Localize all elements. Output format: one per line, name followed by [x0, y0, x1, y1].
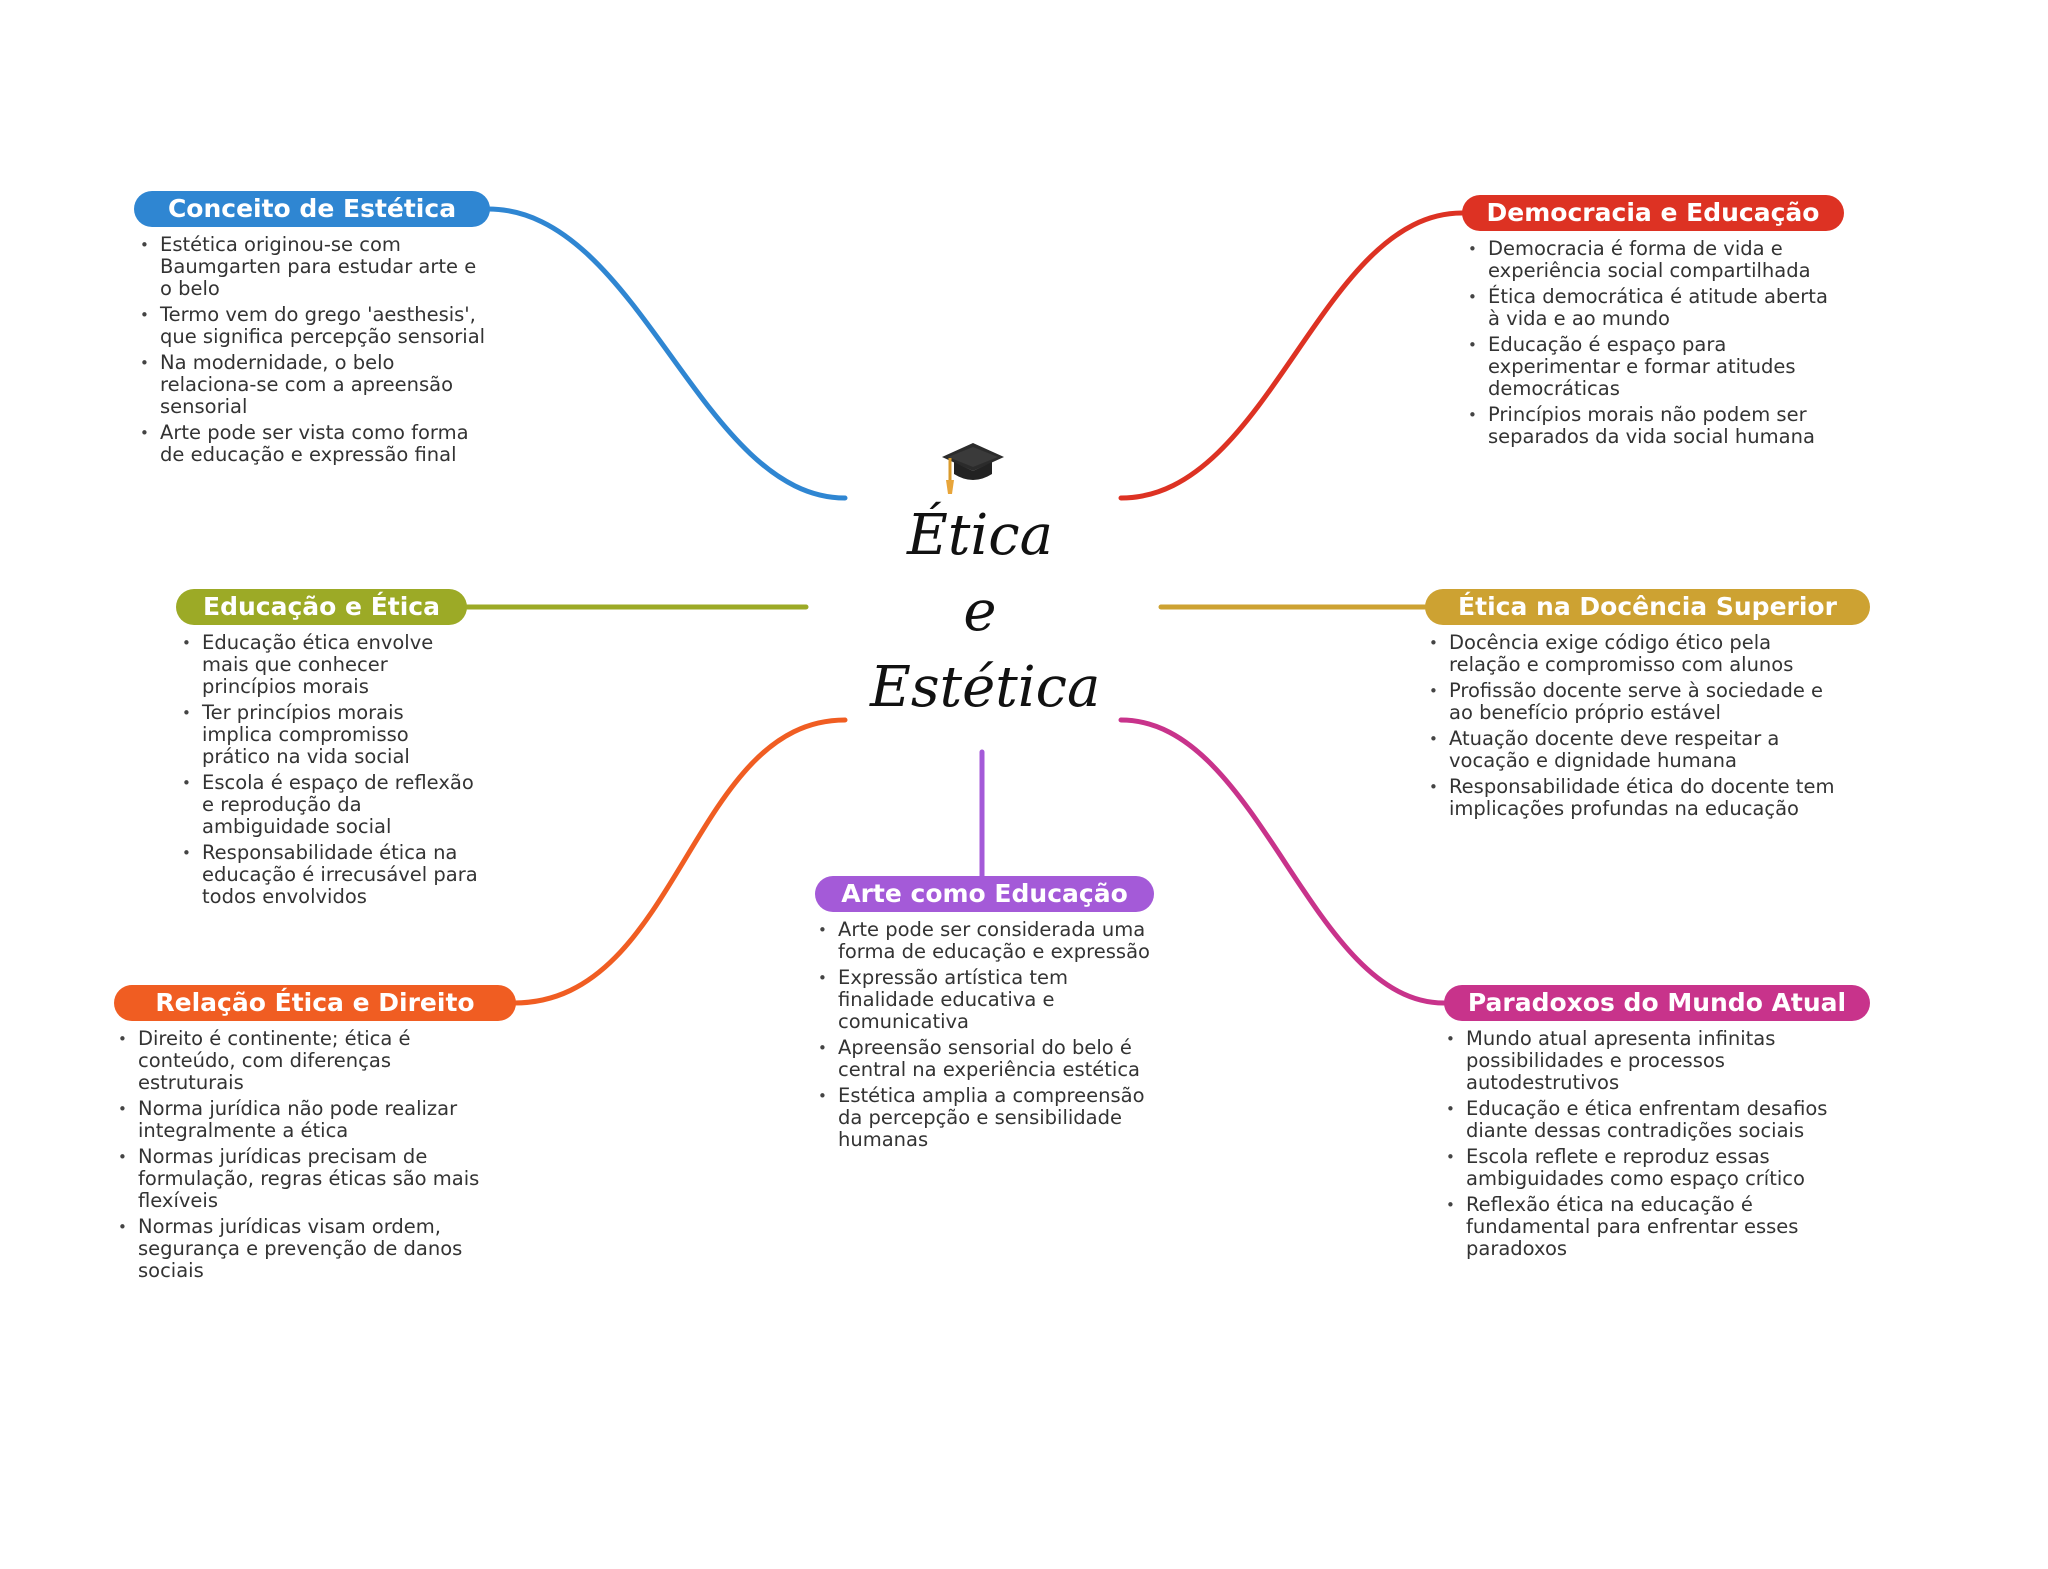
list-item: Mundo atual apresenta infinitas possibil…: [1444, 1028, 1834, 1094]
list-item: Escola é espaço de reflexão e reprodução…: [180, 772, 480, 838]
topic-arte-educacao[interactable]: Arte como Educação: [815, 876, 1154, 912]
list-item: Direito é continente; ética é conteúdo, …: [116, 1028, 492, 1094]
list-item: Educação ética envolve mais que conhecer…: [180, 632, 480, 698]
topic-democracia-educacao[interactable]: Democracia e Educação: [1462, 195, 1844, 231]
bullet-list-educacao-etica: Educação ética envolve mais que conhecer…: [180, 632, 480, 912]
topic-educacao-etica[interactable]: Educação e Ética: [176, 589, 467, 625]
list-item: Reflexão ética na educação é fundamental…: [1444, 1194, 1834, 1260]
list-item: Apreensão sensorial do belo é central na…: [816, 1037, 1170, 1081]
central-title-line1: Ética: [906, 503, 1054, 568]
bullet-list-democracia-educacao: Democracia é forma de vida e experiência…: [1466, 238, 1836, 452]
topic-etica-docencia[interactable]: Ética na Docência Superior: [1425, 589, 1870, 625]
central-topic-title[interactable]: Ética e Estética: [870, 498, 1101, 726]
list-item: Estética amplia a compreensão da percepç…: [816, 1085, 1170, 1151]
list-item: Arte pode ser vista como forma de educaç…: [138, 422, 494, 466]
list-item: Educação é espaço para experimentar e fo…: [1466, 334, 1836, 400]
bullet-list-arte-educacao: Arte pode ser considerada uma forma de e…: [816, 919, 1170, 1155]
bullet-list-relacao-etica-direito: Direito é continente; ética é conteúdo, …: [116, 1028, 492, 1286]
list-item: Educação e ética enfrentam desafios dian…: [1444, 1098, 1834, 1142]
connector-paradoxos-mundo: [1118, 717, 1447, 1006]
central-title-line2: e: [963, 579, 997, 644]
list-item: Normas jurídicas precisam de formulação,…: [116, 1146, 492, 1212]
list-item: Princípios morais não podem ser separado…: [1466, 404, 1836, 448]
central-title-line3: Estética: [870, 655, 1101, 720]
list-item: Termo vem do grego 'aesthesis', que sign…: [138, 304, 494, 348]
topic-conceito-estetica[interactable]: Conceito de Estética: [134, 191, 490, 227]
connector-conceito-estetica: [485, 206, 848, 501]
list-item: Escola reflete e reproduz essas ambiguid…: [1444, 1146, 1834, 1190]
list-item: Ter princípios morais implica compromiss…: [180, 702, 480, 768]
topic-paradoxos-mundo[interactable]: Paradoxos do Mundo Atual: [1444, 985, 1870, 1021]
list-item: Profissão docente serve à sociedade e ao…: [1427, 680, 1837, 724]
list-item: Arte pode ser considerada uma forma de e…: [816, 919, 1170, 963]
list-item: Estética originou-se com Baumgarten para…: [138, 234, 494, 300]
bullet-list-etica-docencia: Docência exige código ético pela relação…: [1427, 632, 1837, 824]
list-item: Docência exige código ético pela relação…: [1427, 632, 1837, 676]
connector-democracia-educacao: [1118, 210, 1465, 501]
connector-relacao-etica-direito: [511, 717, 848, 1006]
list-item: Responsabilidade ética do docente tem im…: [1427, 776, 1837, 820]
list-item: Expressão artística tem finalidade educa…: [816, 967, 1170, 1033]
topic-relacao-etica-direito[interactable]: Relação Ética e Direito: [114, 985, 516, 1021]
list-item: Democracia é forma de vida e experiência…: [1466, 238, 1836, 282]
list-item: Responsabilidade ética na educação é irr…: [180, 842, 480, 908]
list-item: Ética democrática é atitude aberta à vid…: [1466, 286, 1836, 330]
bullet-list-conceito-estetica: Estética originou-se com Baumgarten para…: [138, 234, 494, 470]
list-item: Normas jurídicas visam ordem, segurança …: [116, 1216, 492, 1282]
bullet-list-paradoxos-mundo: Mundo atual apresenta infinitas possibil…: [1444, 1028, 1834, 1264]
list-item: Na modernidade, o belo relaciona-se com …: [138, 352, 494, 418]
list-item: Norma jurídica não pode realizar integra…: [116, 1098, 492, 1142]
list-item: Atuação docente deve respeitar a vocação…: [1427, 728, 1837, 772]
graduation-cap-icon: [942, 443, 1004, 494]
